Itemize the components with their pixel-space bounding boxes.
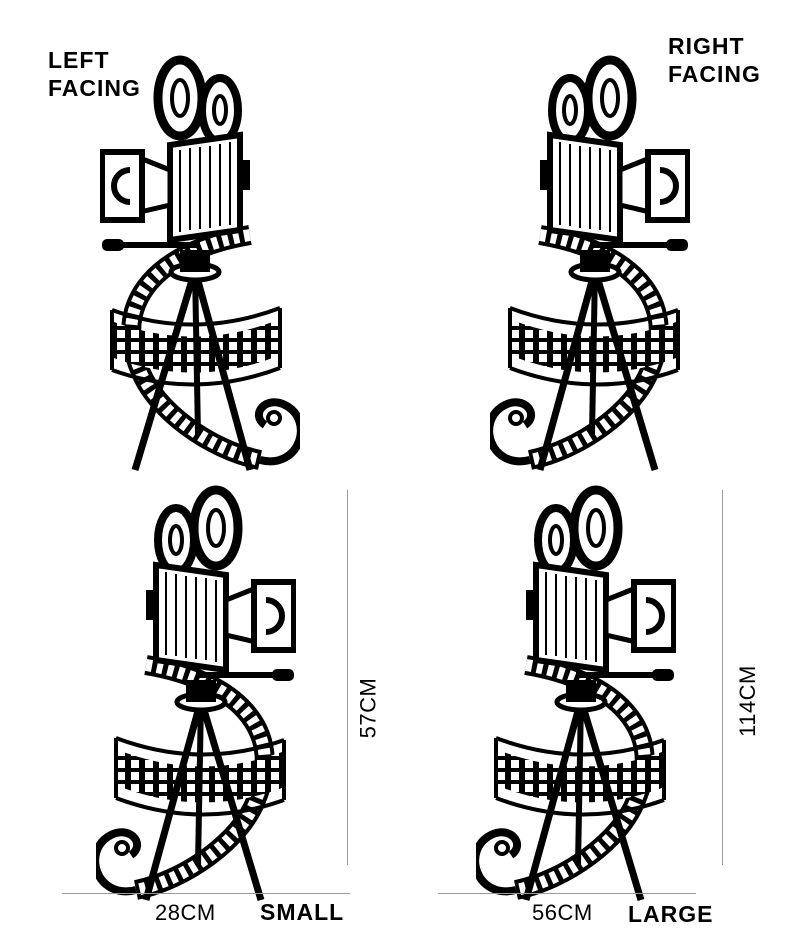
right-facing-line1: RIGHT	[668, 33, 745, 59]
large-width-rule	[438, 893, 696, 894]
small-size-name: SMALL	[260, 899, 345, 925]
left-facing-line2: FACING	[48, 75, 141, 101]
left-facing-line1: LEFT	[48, 47, 110, 73]
small-height-rule	[347, 490, 348, 865]
large-size-name: LARGE	[628, 901, 714, 927]
large-height-label: 114CM	[734, 665, 760, 737]
camera-illustration-large	[476, 470, 676, 910]
camera-illustration-right-facing	[490, 40, 690, 480]
small-height-label: 57CM	[355, 677, 381, 739]
right-facing-line2: FACING	[668, 61, 761, 87]
right-facing-label: RIGHT FACING	[668, 32, 761, 88]
small-width-rule	[62, 893, 350, 894]
camera-illustration-left-facing	[100, 40, 300, 480]
camera-illustration-small	[96, 470, 296, 910]
large-width-label: 56CM	[532, 900, 593, 925]
large-height-rule	[722, 490, 723, 865]
left-facing-label: LEFT FACING	[48, 46, 141, 102]
small-width-label: 28CM	[155, 900, 216, 925]
